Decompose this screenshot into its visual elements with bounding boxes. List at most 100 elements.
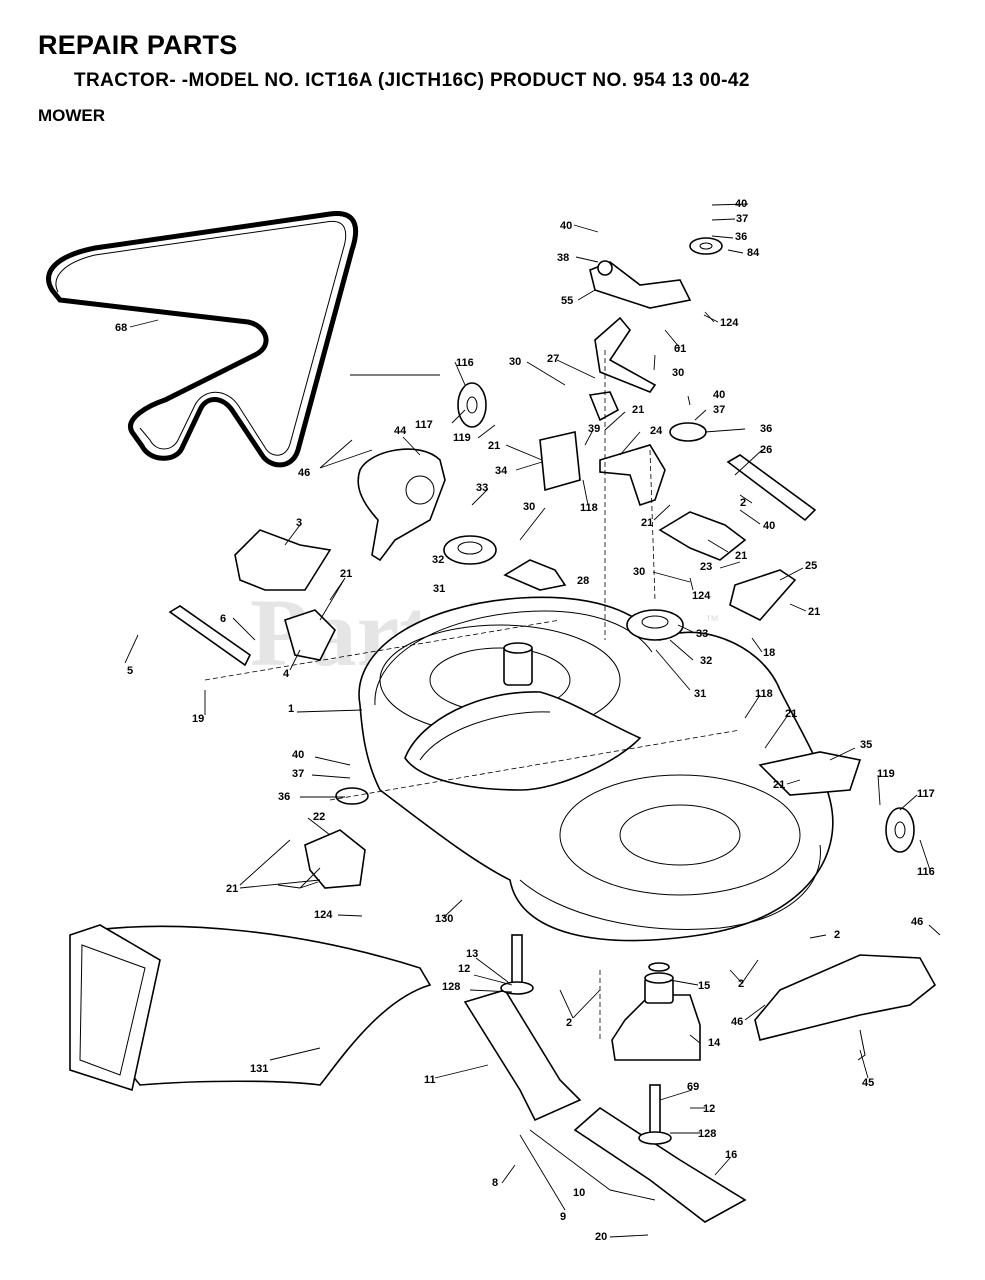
right-bracket[interactable] bbox=[658, 511, 797, 621]
callout-8[interactable]: 8 bbox=[492, 1177, 498, 1189]
front-hanger-bracket[interactable] bbox=[168, 529, 336, 667]
callout-45[interactable]: 45 bbox=[862, 1077, 874, 1089]
callout-117[interactable]: 117 bbox=[415, 419, 433, 431]
callout-37[interactable]: 37 bbox=[736, 213, 748, 225]
drive-belt[interactable] bbox=[46, 211, 359, 468]
callout-21[interactable]: 21 bbox=[632, 404, 644, 416]
callout-2[interactable]: 2 bbox=[566, 1017, 572, 1029]
discharge-chute[interactable] bbox=[69, 924, 432, 1092]
callout-124[interactable]: 124 bbox=[314, 909, 333, 921]
spindle-right[interactable] bbox=[638, 1084, 672, 1145]
callout-9[interactable]: 9 bbox=[560, 1211, 566, 1223]
callout-118[interactable]: 118 bbox=[580, 502, 598, 514]
callout-30[interactable]: 30 bbox=[509, 356, 521, 368]
callout-55[interactable]: 55 bbox=[561, 295, 573, 307]
callout-21[interactable]: 21 bbox=[226, 883, 238, 895]
callout-119[interactable]: 119 bbox=[877, 768, 895, 780]
callout-30[interactable]: 30 bbox=[672, 367, 684, 379]
callout-128[interactable]: 128 bbox=[698, 1128, 716, 1140]
callout-30[interactable]: 30 bbox=[633, 566, 645, 578]
callout-20[interactable]: 20 bbox=[595, 1231, 607, 1243]
rear-deck-bracket[interactable] bbox=[758, 751, 862, 796]
callout-40[interactable]: 40 bbox=[713, 389, 725, 401]
callout-84[interactable]: 84 bbox=[747, 247, 760, 259]
callout-26[interactable]: 26 bbox=[760, 444, 772, 456]
callout-128[interactable]: 128 bbox=[442, 981, 460, 993]
callout-40[interactable]: 40 bbox=[292, 749, 304, 761]
callout-2[interactable]: 2 bbox=[834, 929, 840, 941]
idler-arm[interactable] bbox=[589, 237, 723, 309]
callout-10[interactable]: 10 bbox=[573, 1187, 585, 1199]
callout-12[interactable]: 12 bbox=[458, 963, 470, 975]
callout-25[interactable]: 25 bbox=[805, 560, 817, 572]
callout-32[interactable]: 32 bbox=[432, 554, 444, 566]
callout-36[interactable]: 36 bbox=[760, 423, 772, 435]
idler-pulley-left[interactable] bbox=[335, 787, 369, 805]
callout-37[interactable]: 37 bbox=[292, 768, 304, 780]
deflector-shield[interactable] bbox=[754, 954, 937, 1061]
callout-21[interactable]: 21 bbox=[785, 708, 797, 720]
callout-36[interactable]: 36 bbox=[735, 231, 747, 243]
callout-31[interactable]: 31 bbox=[694, 688, 706, 700]
callout-2[interactable]: 2 bbox=[740, 497, 746, 509]
callout-69[interactable]: 69 bbox=[687, 1081, 699, 1093]
center-bracket[interactable] bbox=[503, 559, 567, 591]
callout-68[interactable]: 68 bbox=[115, 322, 127, 334]
callout-61[interactable]: 61 bbox=[674, 343, 686, 355]
deck-chute-cover[interactable] bbox=[404, 691, 642, 791]
pulley-left[interactable] bbox=[443, 535, 497, 565]
callout-118[interactable]: 118 bbox=[755, 688, 773, 700]
callout-117[interactable]: 117 bbox=[917, 788, 935, 800]
belt-guide-bracket[interactable] bbox=[539, 316, 666, 507]
callout-2[interactable]: 2 bbox=[738, 978, 744, 990]
callout-14[interactable]: 14 bbox=[708, 1037, 721, 1049]
blade-left[interactable] bbox=[463, 989, 582, 1122]
rear-hanger-bar[interactable] bbox=[726, 454, 817, 522]
callout-21[interactable]: 21 bbox=[773, 779, 785, 791]
callout-33[interactable]: 33 bbox=[476, 482, 488, 494]
belt-shield[interactable] bbox=[357, 448, 446, 562]
callout-15[interactable]: 15 bbox=[698, 980, 710, 992]
callout-12[interactable]: 12 bbox=[703, 1103, 715, 1115]
callout-1[interactable]: 1 bbox=[288, 703, 294, 715]
callout-46[interactable]: 46 bbox=[911, 916, 923, 928]
callout-37[interactable]: 37 bbox=[713, 404, 725, 416]
callout-4[interactable]: 4 bbox=[283, 668, 290, 680]
callout-11[interactable]: 11 bbox=[424, 1074, 436, 1086]
callout-130[interactable]: 130 bbox=[435, 913, 453, 925]
callout-13[interactable]: 13 bbox=[466, 948, 478, 960]
callout-23[interactable]: 23 bbox=[700, 561, 712, 573]
callout-19[interactable]: 19 bbox=[192, 713, 204, 725]
callout-124[interactable]: 124 bbox=[720, 317, 739, 329]
callout-27[interactable]: 27 bbox=[547, 353, 559, 365]
callout-34[interactable]: 34 bbox=[495, 465, 508, 477]
callout-16[interactable]: 16 bbox=[725, 1149, 737, 1161]
callout-21[interactable]: 21 bbox=[340, 568, 352, 580]
callout-116[interactable]: 116 bbox=[917, 866, 935, 878]
callout-38[interactable]: 38 bbox=[557, 252, 569, 264]
idler-pulley-upper[interactable] bbox=[669, 422, 707, 442]
blade-right[interactable] bbox=[573, 1106, 747, 1223]
callout-30[interactable]: 30 bbox=[523, 501, 535, 513]
callout-21[interactable]: 21 bbox=[808, 606, 820, 618]
callout-44[interactable]: 44 bbox=[394, 425, 407, 437]
callout-22[interactable]: 22 bbox=[313, 811, 325, 823]
callout-40[interactable]: 40 bbox=[560, 220, 572, 232]
callout-39[interactable]: 39 bbox=[588, 423, 600, 435]
callout-3[interactable]: 3 bbox=[296, 517, 302, 529]
callout-35[interactable]: 35 bbox=[860, 739, 872, 751]
gauge-wheel-right[interactable] bbox=[885, 807, 915, 853]
gauge-wheel-left[interactable] bbox=[457, 382, 487, 428]
callout-40[interactable]: 40 bbox=[735, 198, 747, 210]
callout-31[interactable]: 31 bbox=[433, 583, 445, 595]
side-bracket[interactable] bbox=[304, 829, 366, 889]
pulley-center[interactable] bbox=[626, 609, 684, 641]
callout-21[interactable]: 21 bbox=[641, 517, 653, 529]
callout-116[interactable]: 116 bbox=[456, 357, 474, 369]
callout-6[interactable]: 6 bbox=[220, 613, 226, 625]
callout-131[interactable]: 131 bbox=[250, 1063, 268, 1075]
callout-40[interactable]: 40 bbox=[763, 520, 775, 532]
callout-28[interactable]: 28 bbox=[577, 575, 589, 587]
callout-119[interactable]: 119 bbox=[453, 432, 471, 444]
callout-36[interactable]: 36 bbox=[278, 791, 290, 803]
